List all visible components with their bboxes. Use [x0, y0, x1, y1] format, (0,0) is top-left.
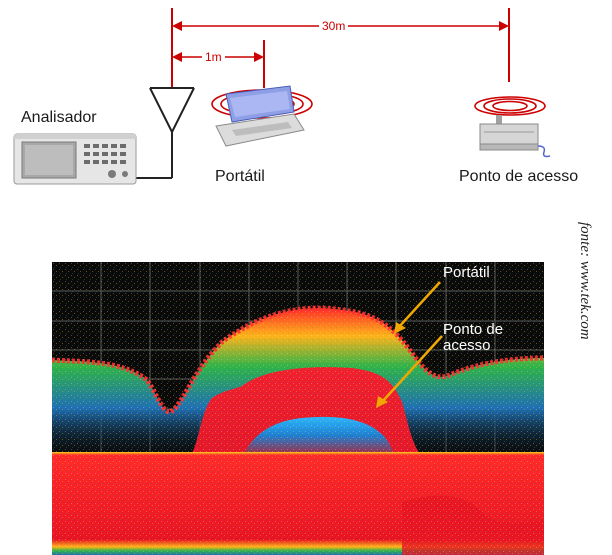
- annotation-arrow-laptop: [394, 281, 441, 334]
- laptop-label: Portátil: [215, 168, 265, 185]
- spectrum-display: [52, 262, 544, 555]
- spectrum-analyzer-icon: [13, 133, 137, 185]
- arrowhead-1m-right: [254, 52, 264, 62]
- laptop-icon: [215, 85, 305, 147]
- access-point-icon: [479, 115, 551, 158]
- arrowhead-30m-left: [172, 21, 182, 31]
- setup-diagram: [13, 8, 551, 185]
- spectrum-speckle: [52, 262, 544, 555]
- annotation-access-point-label: Ponto de acesso: [443, 321, 504, 354]
- annotation-arrow-access-point: [376, 335, 443, 408]
- distance-30m-label: 30m: [319, 20, 349, 32]
- analyzer-label: Analisador: [21, 109, 97, 126]
- antenna-icon: [132, 87, 195, 179]
- source-credit: fonte: www.tek.com: [577, 222, 593, 340]
- arrowhead-30m-right: [499, 21, 509, 31]
- distance-1m-label: 1m: [202, 51, 225, 63]
- arrowhead-1m-left: [172, 52, 182, 62]
- annotation-laptop-label: Portátil: [443, 264, 490, 281]
- access-point-radiation-rings: [474, 96, 546, 116]
- access-point-label: Ponto de acesso: [459, 168, 579, 185]
